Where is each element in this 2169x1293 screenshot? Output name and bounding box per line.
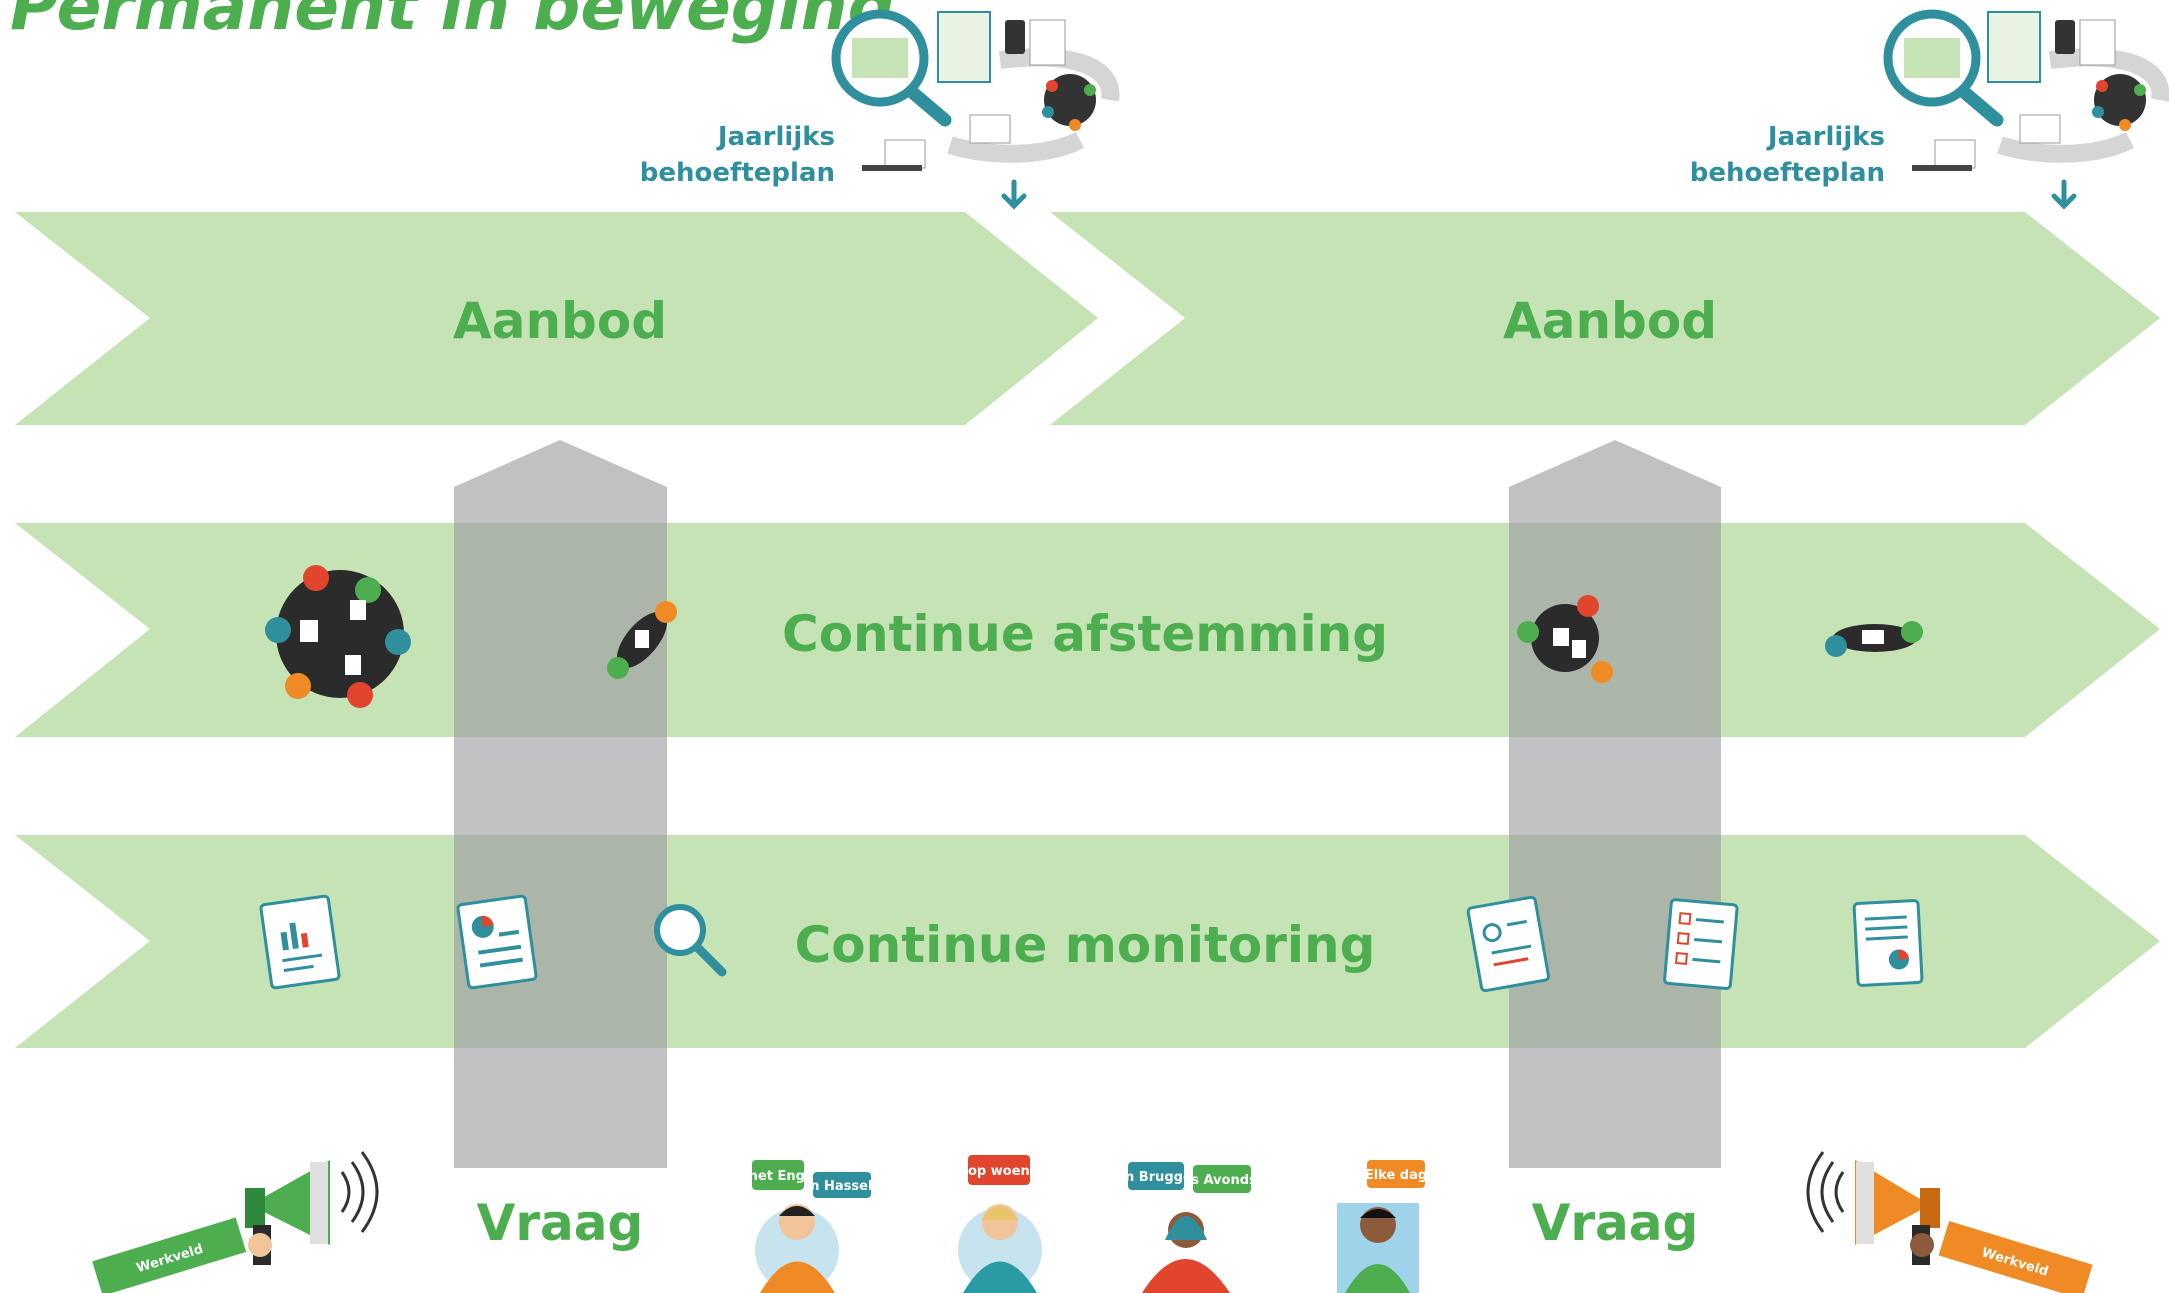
page-title: Permanent in beweging: [10, 0, 895, 45]
magnifier-search-icon: [654, 904, 727, 977]
vraag-label-right: Vraag: [1532, 1194, 1699, 1252]
yearly-plan-label-line1: Jaarlijks: [1766, 122, 1885, 152]
aanbod-band: Aanbod Aanbod: [15, 212, 2160, 425]
yearly-plan-right: Jaarlijks behoefteplan: [1690, 9, 2169, 210]
search-document-icon: [1466, 895, 1550, 993]
aanbod-label-left: Aanbod: [453, 292, 667, 350]
vraag-label-left: Vraag: [477, 1194, 644, 1252]
person-3: In Brugge 's Avonds: [1120, 1162, 1257, 1293]
meeting-table-flat-icon: [1825, 621, 1923, 657]
vraag-pillar-right: [1509, 440, 1721, 1168]
megaphone-right-icon: [1806, 1151, 1940, 1265]
pie-chart-document-icon: [456, 894, 538, 990]
person-1: In het Engels In Hasselt: [730, 1160, 879, 1293]
report-pie-document-icon: [1852, 899, 1924, 987]
monitoring-label: Continue monitoring: [795, 916, 1376, 974]
afstemming-label: Continue afstemming: [782, 605, 1388, 663]
aanbod-label-right: Aanbod: [1503, 292, 1717, 350]
person-4: Elke dag: [1337, 1160, 1427, 1293]
down-arrow-icon: [1001, 179, 1027, 210]
person-2: Niet op woensdag: [933, 1155, 1065, 1293]
bubble-engels: In het Engels: [730, 1169, 826, 1184]
meeting-table-medium-icon: [1517, 595, 1613, 683]
yearly-plan-label-line2: behoefteplan: [640, 158, 835, 188]
werkveld-tag-left: Werkveld: [92, 1217, 247, 1293]
aanbod-chevron-left: [15, 212, 1098, 425]
yearly-plan-left: Jaarlijks behoefteplan: [640, 9, 1120, 210]
bubble-brugge: In Brugge: [1120, 1170, 1192, 1185]
werkveld-tag-right: Werkveld: [1938, 1220, 2093, 1293]
bubble-avonds: 's Avonds: [1187, 1173, 1257, 1188]
aanbod-chevron-right: [1050, 212, 2160, 425]
yearly-plan-label-line1: Jaarlijks: [716, 122, 835, 152]
meeting-table-small-icon: [607, 601, 677, 679]
megaphone-left-icon: [245, 1151, 379, 1265]
yearly-plan-label-line2: behoefteplan: [1690, 158, 1885, 188]
bubble-hasselt: In Hasselt: [805, 1179, 878, 1194]
vraag-pillar-left: [454, 440, 667, 1168]
meeting-table-large-icon: [265, 565, 411, 708]
down-arrow-icon: [2051, 179, 2077, 210]
bar-chart-document-icon: [259, 894, 341, 990]
bubble-elke-dag: Elke dag: [1365, 1168, 1427, 1183]
bubble-woensdag: Niet op woensdag: [933, 1164, 1065, 1179]
checklist-document-icon: [1663, 898, 1739, 990]
